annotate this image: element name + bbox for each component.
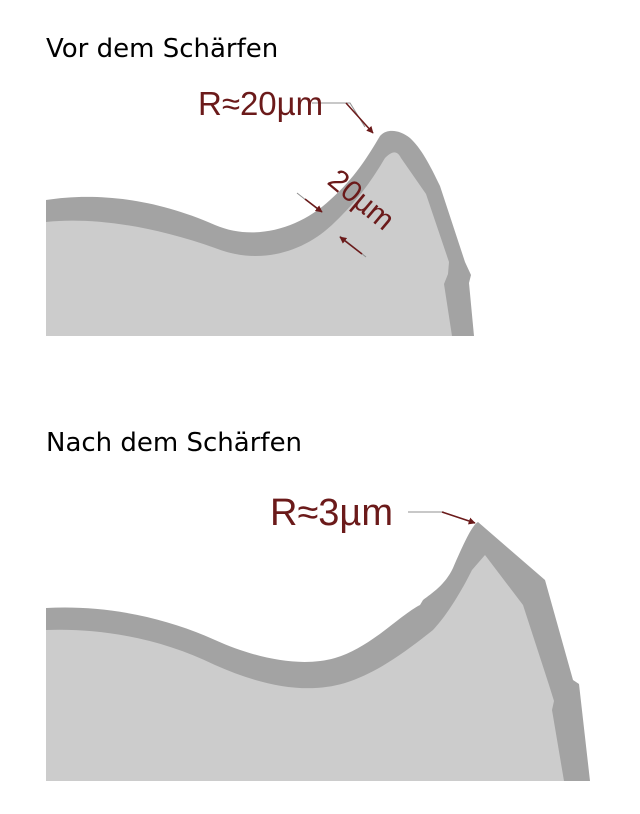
title-after-sharpening: Nach dem Schärfen <box>46 428 303 458</box>
radius-annotation-after: R≈3µm <box>270 492 476 534</box>
radius-label-after: R≈3µm <box>270 492 393 534</box>
radius-arrow-after <box>441 511 476 525</box>
radius-annotation-before: R≈20µm <box>198 85 374 134</box>
thickness-arrow-inner <box>339 236 363 255</box>
substrate-before <box>46 152 452 336</box>
profile-before <box>46 130 474 336</box>
radius-arrow-before <box>345 102 374 134</box>
title-before-sharpening: Vor dem Schärfen <box>46 34 279 64</box>
substrate-after <box>46 555 564 781</box>
profile-after <box>46 522 590 781</box>
thickness-arrow-outer <box>304 198 323 213</box>
radius-label-before: R≈20µm <box>198 85 323 122</box>
